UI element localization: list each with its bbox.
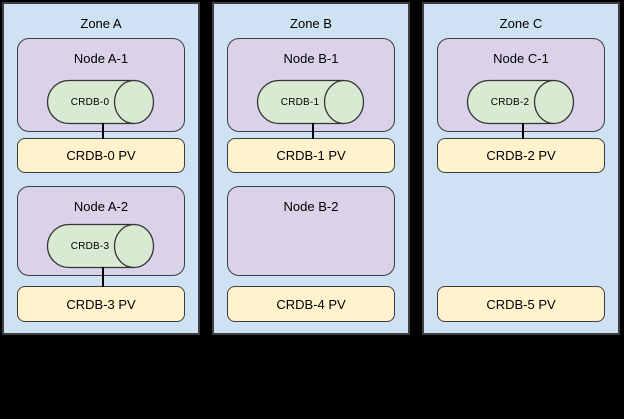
zone-c-box: Zone C Node C-1 CRDB-2 CRDB-2 PV CRDB-5 … xyxy=(422,2,620,335)
node-c1-box: Node C-1 CRDB-2 xyxy=(437,38,605,132)
zone-a-title: Zone A xyxy=(80,16,122,31)
pod-crdb-2-label: CRDB-2 xyxy=(490,96,530,108)
node-b1-label: Node B-1 xyxy=(283,51,339,66)
pv-crdb-1-box: CRDB-1 PV xyxy=(227,138,395,173)
pod-cylinder-crdb-1: CRDB-1 xyxy=(256,79,366,125)
database-cylinder-icon xyxy=(256,79,365,125)
pod-pv-connector xyxy=(312,123,314,139)
node-a1-box: Node A-1 CRDB-0 xyxy=(17,38,185,132)
pv-crdb-2-box: CRDB-2 PV xyxy=(437,138,605,173)
node-c1-label: Node C-1 xyxy=(493,51,549,66)
pod-pv-connector xyxy=(102,123,104,139)
pv-crdb-5-box: CRDB-5 PV xyxy=(437,286,605,322)
pv-crdb-3-box: CRDB-3 PV xyxy=(17,286,185,322)
pv-crdb-4-box: CRDB-4 PV xyxy=(227,286,395,322)
zone-b-box: Zone B Node B-1 CRDB-1 CRDB-1 PV Node B-… xyxy=(212,2,410,335)
database-cylinder-icon xyxy=(466,79,575,125)
pod-crdb-1-label: CRDB-1 xyxy=(280,96,320,108)
node-b1-box: Node B-1 CRDB-1 xyxy=(227,38,395,132)
pv-crdb-0-box: CRDB-0 PV xyxy=(17,138,185,173)
database-cylinder-icon xyxy=(46,223,155,269)
node-a1-label: Node A-1 xyxy=(73,51,129,66)
zone-c-title: Zone C xyxy=(499,16,543,31)
pod-pv-connector xyxy=(102,267,104,287)
zone-b-title: Zone B xyxy=(290,16,332,31)
node-b2-box: Node B-2 xyxy=(227,186,395,276)
pod-crdb-3-label: CRDB-3 xyxy=(70,240,110,252)
pod-crdb-0-label: CRDB-0 xyxy=(70,96,110,108)
node-b2-label: Node B-2 xyxy=(283,199,339,214)
pod-cylinder-crdb-2: CRDB-2 xyxy=(466,79,576,125)
pod-cylinder-crdb-0: CRDB-0 xyxy=(46,79,156,125)
pod-pv-connector xyxy=(522,123,524,139)
pod-cylinder-crdb-3: CRDB-3 xyxy=(46,223,156,269)
database-cylinder-icon xyxy=(46,79,155,125)
zone-a-box: Zone A Node A-1 CRDB-0 CRDB-0 PV Node A-… xyxy=(2,2,200,335)
node-a2-label: Node A-2 xyxy=(73,199,129,214)
node-a2-box: Node A-2 CRDB-3 xyxy=(17,186,185,276)
